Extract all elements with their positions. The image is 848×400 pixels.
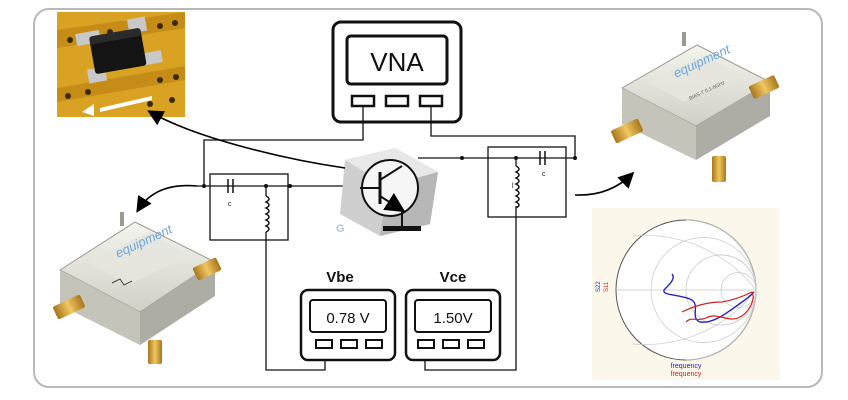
sma-connector-icon	[749, 75, 779, 99]
ground-icon	[383, 226, 421, 231]
bias-tee-fixture-right: equipment BIAS-T 0.1-6GHz	[611, 32, 779, 182]
vna-port-1-button[interactable]	[350, 94, 376, 108]
vbe-button-1[interactable]	[315, 339, 333, 349]
capacitor-icon	[227, 151, 546, 193]
smith-chart: S22 S11 frequency frequency	[592, 208, 780, 380]
smith-axis-label-1: S22	[596, 281, 602, 292]
svg-text:c: c	[228, 201, 232, 208]
bias-tee-fixture-left: equipment	[53, 212, 222, 364]
vce-meter: Vce 1.50V	[404, 269, 502, 362]
vbe-button-2[interactable]	[340, 339, 358, 349]
vce-button-3[interactable]	[467, 339, 485, 349]
sma-connector-icon	[53, 294, 85, 320]
vce-button-1[interactable]	[417, 339, 435, 349]
sma-connector-icon	[148, 340, 162, 364]
smith-legend-2: frequency	[671, 371, 702, 378]
svg-text:c: c	[542, 171, 546, 178]
vna-label: VNA	[370, 47, 424, 77]
vbe-button-3[interactable]	[365, 339, 383, 349]
vna-middle-button[interactable]	[384, 94, 410, 108]
vce-title: Vce	[440, 269, 467, 286]
vce-reading: 1.50V	[433, 310, 472, 327]
smith-legend-1: frequency	[671, 363, 702, 370]
vna-port-2-button[interactable]	[418, 94, 444, 108]
inductor-icon	[264, 165, 520, 233]
sma-connector-icon	[611, 118, 643, 144]
sot23-chip	[89, 28, 147, 74]
s11-trace	[681, 291, 754, 323]
transistor-device: G	[336, 148, 438, 236]
vbe-reading: 0.78 V	[326, 310, 369, 327]
sma-connector-icon	[712, 156, 726, 182]
arrow-icon	[136, 110, 635, 213]
vce-button-2[interactable]	[442, 339, 460, 349]
svg-text:G: G	[336, 223, 345, 235]
s22-trace	[663, 273, 755, 323]
svg-text:l: l	[512, 183, 514, 190]
sma-connector-icon	[192, 257, 222, 281]
vbe-title: Vbe	[326, 269, 354, 286]
vna-instrument: VNA	[331, 20, 463, 124]
smith-axis-label-2: S11	[604, 281, 610, 292]
vbe-meter: Vbe 0.78 V	[299, 269, 397, 362]
pcb-photo	[57, 12, 185, 117]
